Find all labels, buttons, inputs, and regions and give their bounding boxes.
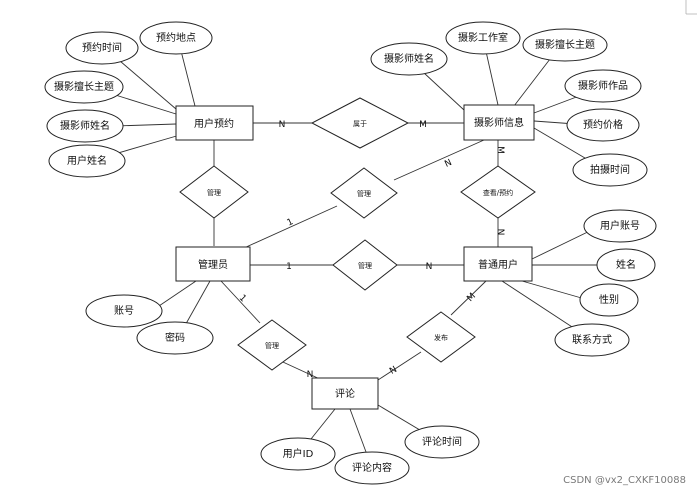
attr-ph-theme: 摄影擅长主题 — [522, 28, 608, 62]
attr-user-name-label: 姓名 — [616, 258, 636, 271]
attr-booking-photographer-name: 摄影师姓名 — [46, 109, 124, 143]
edge-admin-manage-comment — [220, 280, 261, 324]
attr-ph-shoot-time-label: 拍摄时间 — [590, 163, 630, 176]
card-user-publish: M — [465, 291, 478, 304]
attr-booking-theme: 摄影擅长主题 — [44, 70, 124, 104]
attr-user-account-label: 用户账号 — [600, 219, 640, 232]
rel-manage-photographer: 管理 — [330, 167, 398, 219]
attr-admin-account: 账号 — [85, 294, 163, 328]
rel-manage-comment: 管理 — [237, 319, 307, 371]
attr-ph-works-label: 摄影师作品 — [578, 79, 628, 92]
rel-browse-book-label: 查看/预约 — [483, 188, 513, 197]
card-photographer-browse: M — [495, 146, 505, 154]
entity-photographer-label: 摄影师信息 — [474, 116, 524, 129]
attr-booking-time: 预约时间 — [65, 31, 139, 65]
edge-manage-photographer — [393, 139, 485, 181]
card-photographer-belongs: M — [419, 120, 427, 130]
card-comment-publish: N — [388, 365, 399, 377]
rel-manage-comment-label: 管理 — [265, 341, 279, 350]
attr-ph-studio: 摄影工作室 — [445, 21, 521, 55]
attr-ph-price: 预约价格 — [566, 108, 640, 142]
entity-booking-label: 用户预约 — [194, 117, 234, 130]
attr-comment-content-label: 评论内容 — [352, 461, 392, 474]
rel-publish: 发布 — [406, 311, 476, 363]
card-admin-manage-user: 1 — [286, 262, 292, 272]
rel-publish-label: 发布 — [434, 333, 448, 342]
attr-booking-user-name-label: 用户姓名 — [67, 154, 107, 167]
attr-ph-name-label: 摄影师姓名 — [384, 52, 434, 65]
card-booking-belongs: N — [279, 120, 286, 130]
entity-comment-label: 评论 — [335, 387, 355, 400]
attr-booking-location-label: 预约地点 — [156, 31, 196, 44]
card-admin-manage-ph: 1 — [286, 217, 295, 228]
rel-belongs-label: 属于 — [353, 120, 367, 128]
attr-user-gender-label: 性别 — [599, 293, 619, 306]
attr-comment-time-label: 评论时间 — [422, 435, 462, 448]
attr-comment-content: 评论内容 — [334, 451, 410, 485]
attr-ph-theme-label: 摄影擅长主题 — [535, 38, 595, 51]
attr-booking-time-label: 预约时间 — [82, 41, 122, 54]
entity-booking: 用户预约 — [175, 105, 254, 141]
rel-manage-booking: 管理 — [179, 165, 249, 219]
edge-publish-comment — [377, 351, 422, 381]
attr-booking-location: 预约地点 — [139, 21, 213, 55]
attr-admin-account-label: 账号 — [114, 305, 134, 317]
attr-booking-theme-label: 摄影擅长主题 — [54, 80, 114, 93]
entity-comment: 评论 — [311, 377, 379, 410]
relationships: 属于 管理 管理 查看/预约 管理 管理 发布 — [179, 97, 536, 371]
attr-ph-name: 摄影师姓名 — [370, 42, 448, 76]
attr-user-gender: 性别 — [579, 283, 639, 317]
attr-ph-works: 摄影师作品 — [564, 69, 642, 103]
card-user-manage: N — [426, 262, 433, 272]
attr-user-name: 姓名 — [596, 248, 656, 282]
attr-ph-studio-label: 摄影工作室 — [458, 31, 508, 44]
card-user-browse: N — [495, 229, 505, 236]
attr-admin-password-label: 密码 — [165, 331, 185, 344]
attr-comment-user-id-label: 用户ID — [283, 447, 314, 460]
rel-manage-booking-label: 管理 — [207, 188, 221, 197]
attr-booking-photographer-name-label: 摄影师姓名 — [60, 119, 110, 132]
entity-admin: 管理员 — [175, 246, 251, 282]
entities: 用户预约 摄影师信息 管理员 普通用户 评论 — [175, 104, 535, 410]
rel-browse-book: 查看/预约 — [460, 165, 536, 219]
rel-manage-user: 管理 — [332, 239, 398, 291]
attr-comment-user-id: 用户ID — [260, 437, 336, 471]
attr-admin-password: 密码 — [136, 321, 214, 355]
edge-admin-manage-ph — [243, 205, 338, 249]
card-photographer-manage: N — [443, 158, 453, 170]
page-border — [685, 0, 697, 15]
entity-user-label: 普通用户 — [478, 258, 518, 271]
rel-belongs: 属于 — [310, 97, 410, 149]
attr-user-contact: 联系方式 — [554, 323, 630, 357]
attr-ph-shoot-time: 拍摄时间 — [572, 153, 648, 187]
entity-user: 普通用户 — [463, 246, 533, 282]
entity-admin-label: 管理员 — [198, 258, 228, 271]
watermark: CSDN @vx2_CXKF10088 — [563, 475, 686, 486]
card-admin-manage-comment: 1 — [237, 293, 248, 304]
attributes: 预约时间 预约地点 摄影擅长主题 摄影师姓名 用户姓名 摄影师姓名 摄影工作室 — [44, 21, 657, 485]
edge-user-publish — [450, 280, 487, 316]
rel-manage-user-label: 管理 — [358, 261, 372, 270]
attr-user-contact-label: 联系方式 — [572, 333, 612, 346]
rel-manage-photographer-label: 管理 — [357, 189, 371, 198]
card-comment-manage: N — [307, 370, 314, 380]
attr-booking-user-name: 用户姓名 — [48, 144, 126, 178]
attr-comment-time: 评论时间 — [404, 425, 480, 459]
attr-user-account: 用户账号 — [583, 209, 657, 243]
entity-photographer: 摄影师信息 — [463, 104, 535, 141]
cardinalities: N M 1 N M N 1 N 1 N M N — [237, 120, 505, 380]
attr-ph-price-label: 预约价格 — [583, 118, 623, 131]
